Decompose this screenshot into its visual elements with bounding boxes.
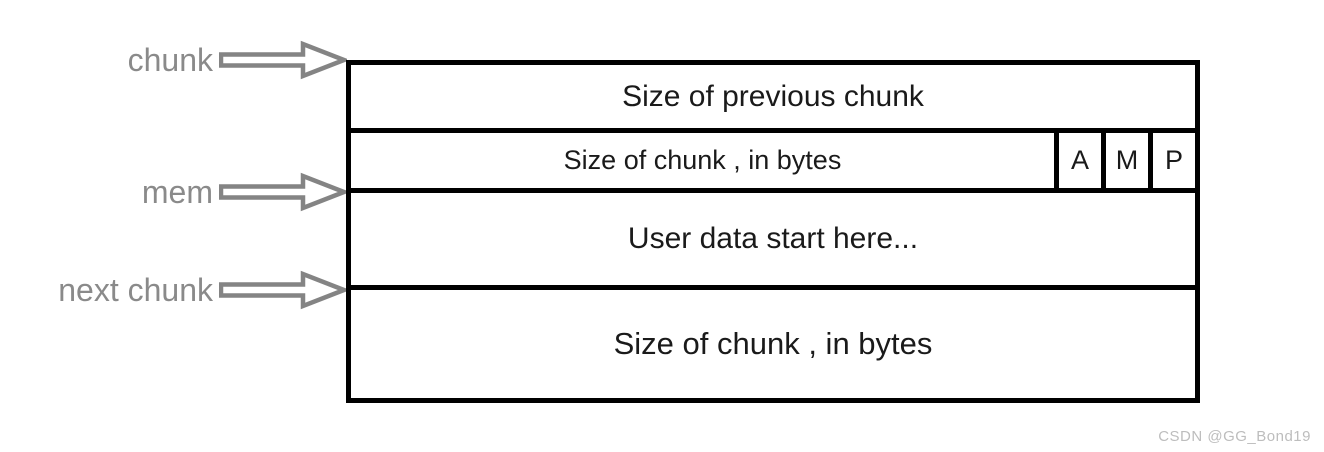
pointer-chunk: chunk (0, 38, 347, 82)
flag-a-cell: A (1054, 133, 1101, 188)
row-next-size: Size of chunk , in bytes (351, 290, 1195, 398)
flag-m-label: M (1115, 145, 1139, 175)
pointer-next-chunk: next chunk (0, 268, 347, 312)
user-data-label: User data start here... (627, 222, 919, 255)
pointer-mem-label: mem (141, 174, 213, 210)
row-user-data: User data start here... (351, 193, 1195, 290)
right-block-arrow-icon (219, 172, 347, 212)
pointer-mem: mem (0, 170, 347, 214)
flag-m-cell: M (1101, 133, 1148, 188)
next-size-label: Size of chunk , in bytes (613, 326, 933, 361)
pointer-next-chunk-label: next chunk (58, 272, 213, 308)
flag-a-label: A (1070, 145, 1089, 175)
chunk-box: Size of previous chunk Size of chunk , i… (346, 60, 1200, 403)
size-cell: Size of chunk , in bytes (351, 133, 1054, 188)
flag-p-label: P (1164, 145, 1183, 175)
size-label: Size of chunk , in bytes (563, 145, 842, 175)
right-block-arrow-icon (219, 40, 347, 80)
pointer-chunk-label: chunk (127, 42, 213, 78)
flag-p-cell: P (1148, 133, 1195, 188)
row-prev-size: Size of previous chunk (351, 65, 1195, 133)
right-block-arrow-icon (219, 270, 347, 310)
prev-size-label: Size of previous chunk (622, 79, 924, 113)
watermark: CSDN @GG_Bond19 (1158, 428, 1311, 445)
row-size-flags: Size of chunk , in bytes A M P (351, 133, 1195, 193)
